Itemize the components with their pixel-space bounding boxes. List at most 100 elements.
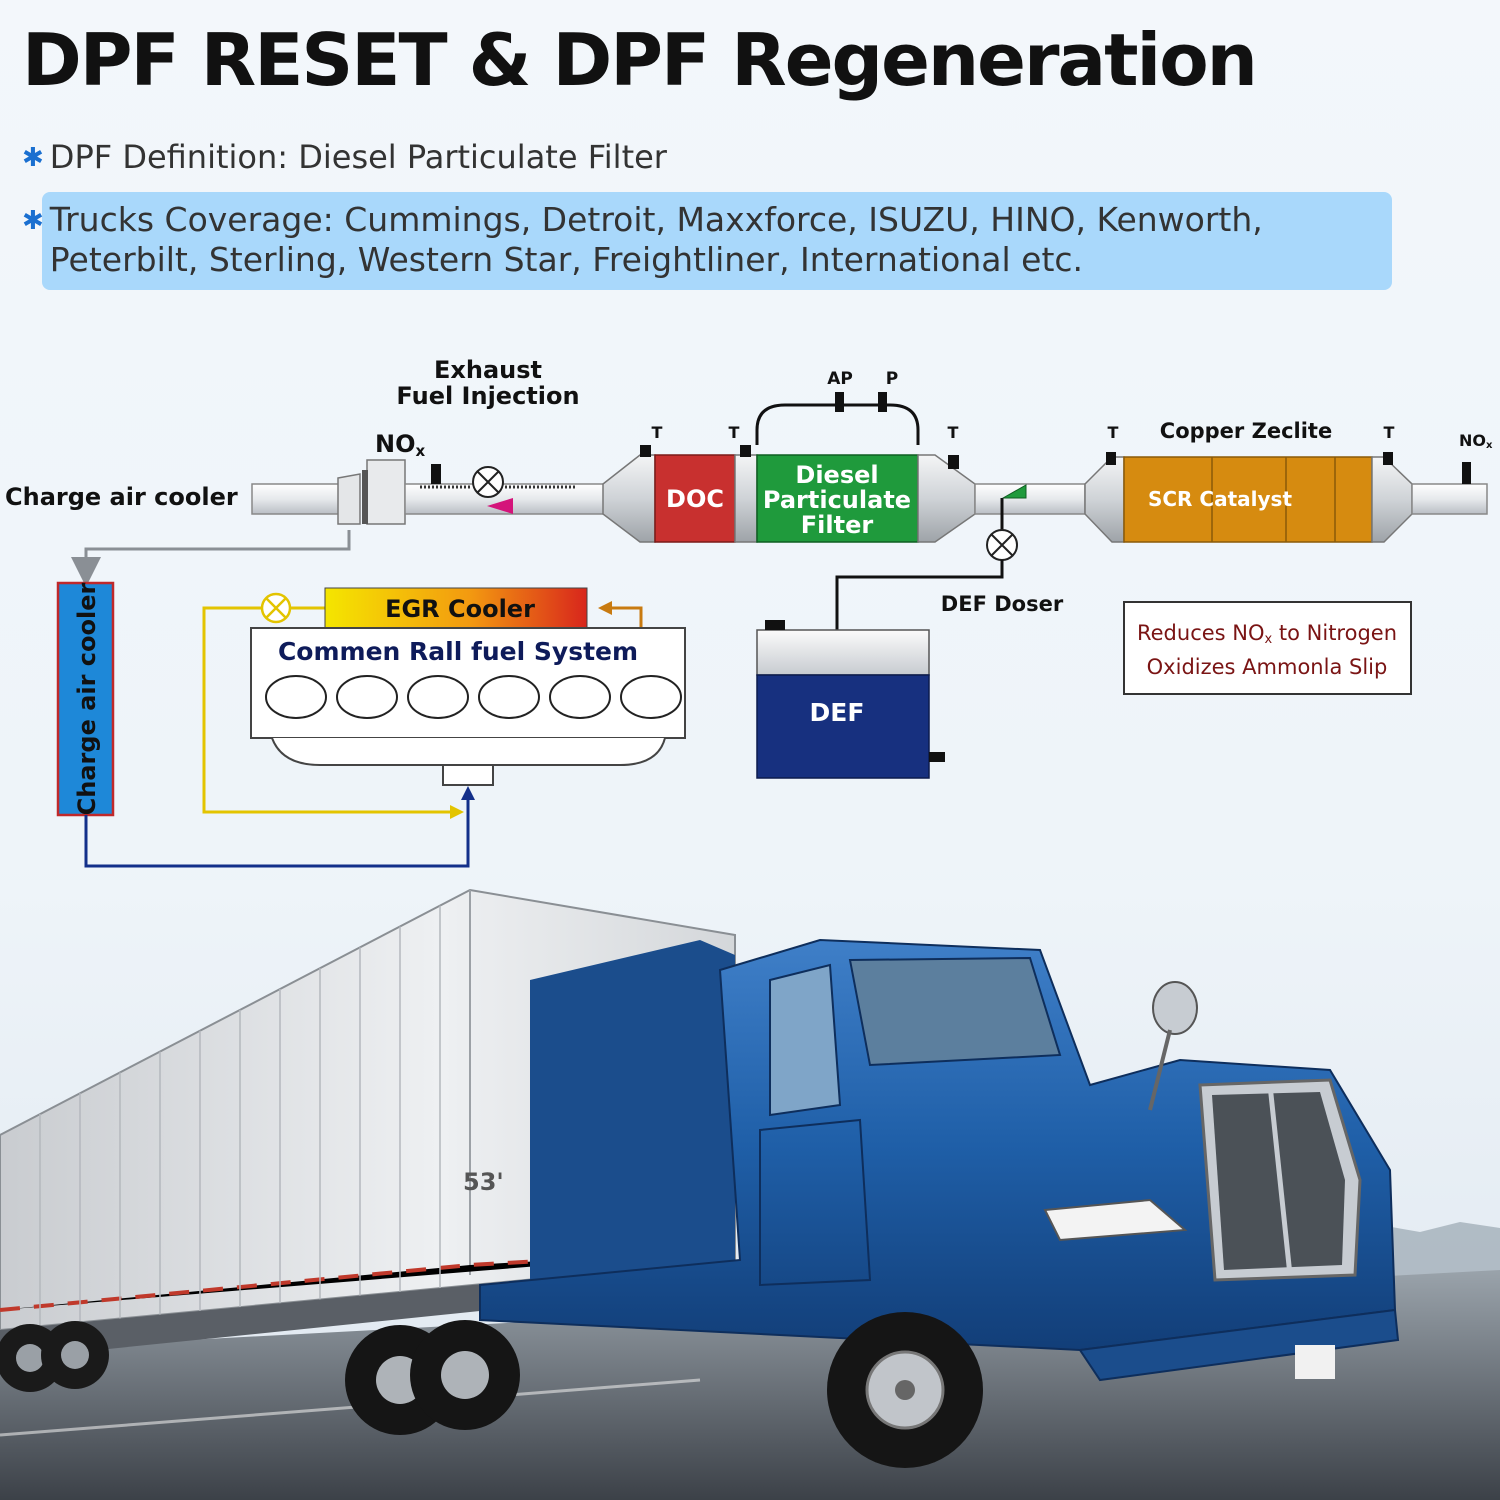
- p-sensor: [878, 392, 887, 412]
- fuel-injection-label: Fuel Injection: [396, 382, 579, 410]
- nox-sensor: [431, 464, 441, 484]
- engine-cylinder: [265, 675, 327, 719]
- grille-center-bar: [1267, 1084, 1293, 1276]
- temp-sensor: [948, 455, 959, 469]
- egr-cooler-label: EGR Cooler: [385, 595, 535, 623]
- sensor-t-label: T: [652, 423, 663, 442]
- doc-label: DOC: [666, 485, 724, 513]
- scr-note-line1: Reduces NOx to Nitrogen: [1137, 621, 1397, 647]
- def-tank-body: [756, 674, 930, 779]
- scr-outlet-cone: [1371, 456, 1413, 543]
- sensor-ap-label: AP: [827, 369, 853, 389]
- license-plate: [1295, 1345, 1335, 1379]
- scr-catalyst-block: [1123, 456, 1373, 543]
- nox-out-sensor: [1462, 462, 1471, 484]
- engine-cylinder: [407, 675, 469, 719]
- engine-cylinder: [336, 675, 398, 719]
- side-window: [769, 963, 842, 1117]
- trailer-ribs: [39, 905, 441, 1327]
- temp-sensor: [640, 445, 651, 457]
- egr-return-line: [612, 606, 643, 628]
- trailer-hub: [16, 1344, 44, 1372]
- exhaust-label: Exhaust: [434, 356, 542, 384]
- turbo-housing: [366, 459, 406, 525]
- coverage-bullet: ✱Trucks Coverage: Cummings, Detroit, Max…: [22, 192, 1402, 290]
- side-mirror: [1152, 981, 1198, 1035]
- def-tank-top: [756, 629, 930, 676]
- definition-bullet: ✱DPF Definition: Diesel Particulate Filt…: [22, 137, 667, 178]
- steer-hub-center: [895, 1380, 915, 1400]
- star-icon: ✱: [22, 206, 44, 236]
- cab-door: [759, 1118, 872, 1287]
- turbo-compressor: [337, 473, 361, 525]
- def-doser-label: DEF Doser: [941, 592, 1064, 616]
- common-rail-label: Commen Rall fuel System: [278, 637, 638, 666]
- egr-cooler-block: [324, 587, 588, 629]
- sensor-t-label: T: [729, 423, 740, 442]
- injector-nozzle-icon: [487, 498, 513, 514]
- trailer-hub: [61, 1341, 89, 1369]
- scr-note-box: [1123, 601, 1412, 695]
- sleeper-cab: [530, 940, 735, 1280]
- engine-block: [250, 627, 686, 739]
- sensor-t-label: T: [948, 423, 959, 442]
- intake-return-line: [84, 795, 470, 868]
- definition-text: DPF Definition: Diesel Particulate Filte…: [49, 138, 667, 176]
- coverage-text: Trucks Coverage: Cummings, Detroit, Maxx…: [49, 200, 1263, 279]
- engine-cylinder: [478, 675, 540, 719]
- sensor-t-label: T: [1108, 423, 1119, 442]
- windshield: [848, 956, 1062, 1067]
- sensor-p-label: P: [886, 369, 898, 389]
- egr-return-arrowhead: [598, 601, 612, 615]
- intake-flow-arrow: [71, 530, 351, 587]
- charge-air-cooler-label: Charge air cooler: [5, 483, 238, 511]
- turbo-shaft: [362, 470, 368, 524]
- def-doser-nozzle-icon: [1001, 484, 1027, 499]
- doc-block: [654, 454, 736, 543]
- engine-intake-port: [442, 764, 494, 786]
- sensor-t-label: T: [1384, 423, 1395, 442]
- intake-return-arrowhead: [461, 786, 475, 800]
- scr-note-line2: Oxidizes Ammonla Slip: [1147, 655, 1388, 679]
- dpf-label-line2: Particulate: [763, 486, 911, 514]
- road-line: [0, 1378, 701, 1437]
- scr-inlet-cone: [1084, 456, 1125, 543]
- temp-sensor: [1106, 452, 1116, 465]
- valve-cross: [990, 533, 1014, 557]
- copper-zeolite-label: Copper Zeclite: [1160, 419, 1332, 443]
- scr-label: SCR Catalyst: [1148, 487, 1292, 511]
- nox-label: NOx: [375, 430, 426, 460]
- def-tank-cap: [765, 620, 785, 630]
- def-tank-outlet: [929, 752, 945, 762]
- mid-pipe: [974, 483, 1086, 515]
- engine-cylinder: [549, 675, 611, 719]
- def-feed-line: [835, 560, 1004, 630]
- star-icon: ✱: [22, 143, 44, 173]
- dpf-outlet-cone: [917, 454, 976, 543]
- front-bumper: [1078, 1308, 1400, 1382]
- engine-oil-pan: [271, 737, 666, 766]
- page-title: DPF RESET & DPF Regeneration: [22, 18, 1258, 102]
- dpf-label-line3: Filter: [801, 511, 874, 539]
- nox-out-label: NOx: [1459, 431, 1493, 451]
- truck-illustration: 53': [0, 880, 1500, 1500]
- def-label: DEF: [810, 698, 865, 727]
- dpf-label-line1: Diesel: [795, 461, 878, 489]
- ap-sensor: [835, 392, 844, 412]
- valve-cross: [265, 597, 287, 619]
- mirror-arm: [1148, 1029, 1172, 1111]
- doc-inlet-cone: [602, 454, 656, 543]
- valve-cross: [476, 470, 500, 494]
- egr-flow-arrowhead: [450, 805, 464, 819]
- cylinder-group: [265, 675, 682, 719]
- engine-cylinder: [620, 675, 682, 719]
- cab-body: [479, 938, 1397, 1352]
- temp-sensor: [740, 445, 751, 457]
- trailer-marking: 53': [463, 1168, 504, 1196]
- charge-air-cooler-vertical-label: Charge air cooler: [73, 582, 101, 815]
- tail-pipe: [1411, 483, 1488, 515]
- doc-dpf-spacer: [734, 454, 758, 543]
- exhaust-system-diagram: Charge air cooler Exhaust Fuel Injection…: [5, 356, 1493, 868]
- intake-pipe: [251, 483, 343, 515]
- dpf-block: [756, 454, 919, 543]
